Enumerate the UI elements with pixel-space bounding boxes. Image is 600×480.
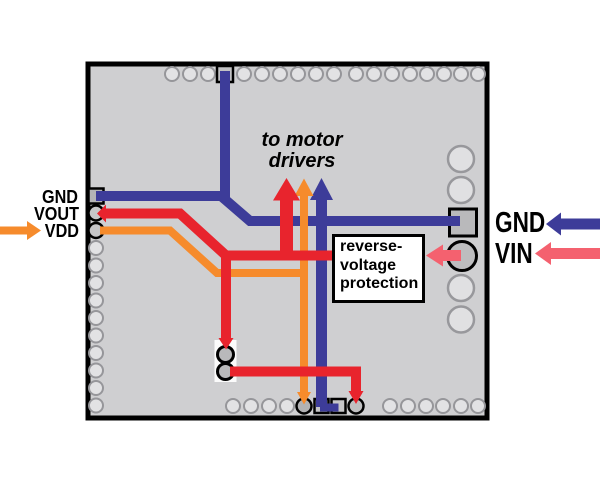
pin-label-gnd-right: GND xyxy=(495,207,546,239)
bottom-pad-row xyxy=(225,398,486,414)
component-pads xyxy=(216,345,235,381)
right-large-holes xyxy=(446,144,476,334)
pin-label-vin: VIN xyxy=(495,238,533,270)
gnd-arrowheads xyxy=(310,178,561,236)
vdd-bottom-arrowhead-icon xyxy=(297,392,311,405)
vdd-to-motor-arrowhead-icon xyxy=(294,178,314,196)
vout-arrowhead-icon xyxy=(97,204,106,223)
vdd-traces xyxy=(0,195,308,393)
power-component-arrowhead-icon xyxy=(218,338,234,350)
pin-label-gnd-left: GND xyxy=(42,186,78,207)
power-to-motor-arrowhead-icon xyxy=(273,178,300,201)
power-arrowheads xyxy=(97,178,364,404)
power-bottom-arrowhead-icon xyxy=(348,391,364,404)
to-motor-drivers-annotation: to motor drivers xyxy=(261,129,343,172)
vin-input-arrowhead-icon xyxy=(535,242,551,265)
left-pad-column xyxy=(88,240,104,414)
power-traces xyxy=(106,200,361,392)
gnd-input-arrowhead-icon xyxy=(546,212,561,236)
pin-label-vout: VOUT xyxy=(33,203,79,224)
top-pad-row xyxy=(164,66,486,82)
reverse-voltage-protection-callout: reverse-voltage protection xyxy=(332,234,425,303)
gnd-to-motor-arrowhead-icon xyxy=(310,178,333,200)
vin-arrows xyxy=(426,242,600,267)
vin-to-protection-arrowhead-icon xyxy=(426,244,443,267)
vdd-arrowheads xyxy=(27,178,314,405)
pin-label-vdd: VDD xyxy=(44,220,79,241)
vdd-input-arrowhead-icon xyxy=(27,221,41,240)
